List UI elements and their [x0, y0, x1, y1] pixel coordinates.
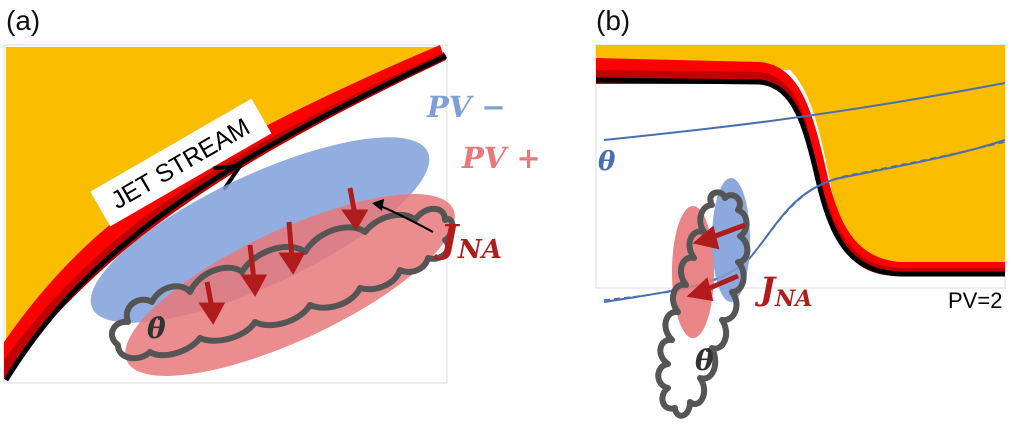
flux-arrow: [286, 221, 295, 259]
pv-minus-anomaly: [90, 137, 430, 323]
pv-plus-anomaly: [125, 194, 455, 376]
arrow-head-icon: [686, 277, 714, 302]
panel-b-stratosphere: [596, 45, 1005, 262]
arrow-head-icon: [198, 302, 226, 325]
panel-b-j-na-label: JNA: [754, 270, 812, 312]
pointer-arrow-icon: [372, 199, 384, 211]
panel-b-flux-arrows: [686, 222, 746, 302]
panel-b-cloud-outline: [655, 189, 751, 419]
panel-a-label: (a): [6, 5, 40, 36]
jet-stream-label-box: [90, 98, 272, 227]
panel-a-stratosphere: [6, 47, 440, 345]
theta-label: θ: [598, 147, 616, 177]
flux-arrow: [247, 244, 257, 281]
pv-plus-label: PV +: [461, 141, 541, 175]
panel-a: JET STREAM (a) PV − PV + JNA θ̇: [3, 5, 541, 384]
panel-b: (b) θ JNA θ̇ PV=2: [595, 5, 1006, 419]
panel-a-cloud-outline: [109, 205, 456, 362]
arrow-head-icon: [341, 209, 369, 231]
panel-b-jet-band-dark: [596, 70, 1005, 276]
panel-b-pv2-contour: [595, 77, 1005, 277]
arrow-head-icon: [692, 225, 720, 250]
jet-flow-arrow-icon: [213, 164, 242, 190]
theta-isentrope-upper: [603, 82, 1006, 141]
panel-b-theta-dot-label: θ̇: [695, 344, 714, 377]
theta-dot-label: θ̇: [147, 312, 166, 345]
flux-arrow: [704, 273, 739, 293]
arrow-head-icon: [278, 252, 306, 275]
panel-b-label: (b): [596, 5, 630, 36]
panel-a-tropopause-line: [3, 53, 448, 382]
arrow-head-icon: [240, 274, 268, 297]
panel-a-flux-arrows: [198, 187, 369, 325]
pv-minus-label: PV −: [426, 90, 506, 124]
pv-contour-label: PV=2: [948, 288, 1002, 313]
j-na-label: JNA: [434, 216, 502, 265]
